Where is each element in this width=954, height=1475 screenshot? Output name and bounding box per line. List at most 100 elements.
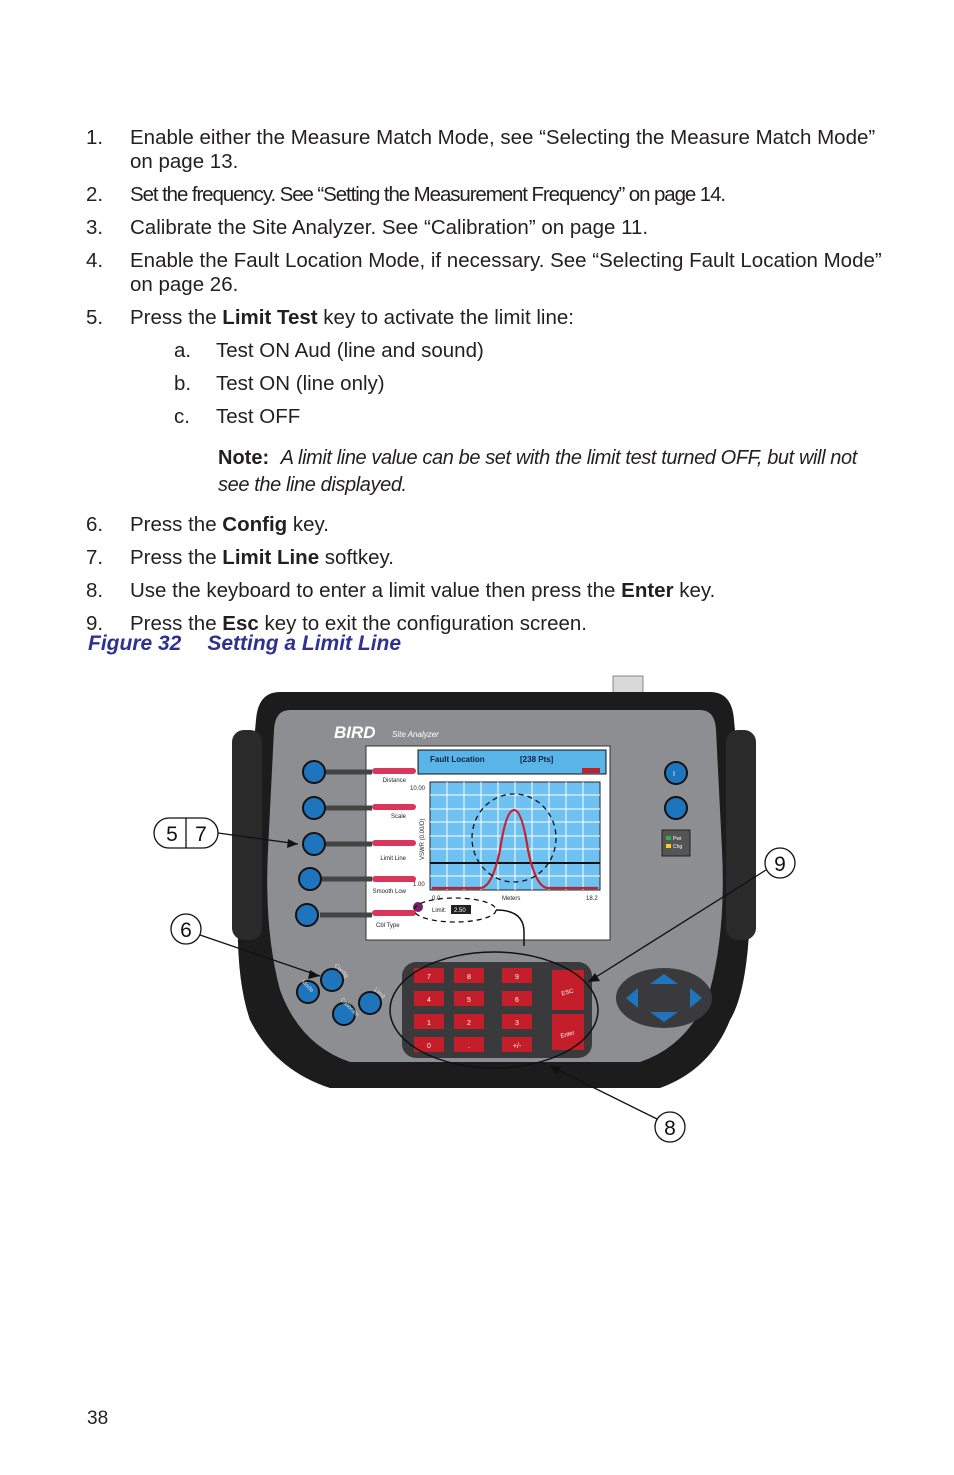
callout-6: 6: [170, 913, 321, 979]
key-name: Limit Test: [222, 306, 318, 329]
x-axis-end: 18.2: [586, 896, 598, 902]
display-mode: Fault Location: [430, 755, 485, 764]
softkey-limit-line: Limit Line: [380, 856, 406, 862]
substep-text: Test ON (line only): [216, 372, 385, 395]
navigation-pad: [616, 968, 712, 1028]
arrow-down-icon: [650, 1012, 678, 1022]
display-points: [238 Pts]: [520, 755, 554, 764]
figure-number: Figure 32: [88, 632, 182, 655]
key-5: 5: [467, 997, 471, 1004]
key-0: 0: [427, 1043, 431, 1050]
key-decimal: .: [468, 1043, 470, 1050]
softkey-distance: Distance: [383, 778, 407, 784]
limit-test-key: [358, 991, 382, 1015]
key-name: Config: [222, 513, 288, 536]
step-5: 5. Press the Limit Test key to activate …: [86, 306, 886, 330]
keypad-highlight: [389, 951, 599, 1069]
arrow-left-icon: [626, 988, 638, 1008]
rf-connector: [612, 675, 644, 695]
keypad: 7 8 9 4 5 6 1 2 3 0 . +/- ESC Enter: [414, 968, 584, 1052]
key-4: 4: [427, 997, 431, 1004]
fault-trace: [432, 808, 598, 890]
limit-marker: [413, 902, 423, 912]
key-9: 9: [515, 974, 519, 981]
key-3: 3: [515, 1020, 519, 1027]
battery-icon: [582, 768, 600, 773]
softkey-scale: Scale: [391, 814, 407, 820]
step-7: 7. Press the Limit Line softkey.: [86, 546, 886, 570]
step-9: 9. Press the Esc key to exit the configu…: [86, 612, 886, 636]
substep-letter: a.: [174, 339, 192, 362]
key-name: Enter: [621, 579, 674, 602]
step-1: 1. Enable either the Measure Match Mode,…: [86, 126, 886, 174]
substep-text: Test OFF: [216, 405, 301, 428]
key-name: Esc: [222, 612, 259, 635]
figure-title: Setting a Limit Line: [207, 632, 402, 655]
power-icon: I: [673, 771, 675, 778]
arrow-right-icon: [690, 988, 702, 1008]
softkey-buttons: [295, 760, 372, 927]
step-number: 5.: [86, 306, 104, 329]
step-text-pre: Press the: [130, 612, 223, 635]
mode-key: [296, 980, 320, 1004]
status-leds: [661, 829, 691, 857]
step-text-pre: Use the keyboard to enter a limit value …: [130, 579, 622, 602]
step-number: 2.: [86, 183, 104, 206]
substep-letter: b.: [174, 372, 192, 395]
key-7: 7: [427, 974, 431, 981]
contrast-button: [664, 796, 688, 820]
limit-value-box: [451, 905, 471, 914]
key-2: 2: [467, 1020, 471, 1027]
x-axis-label: Meters: [502, 896, 520, 902]
substep-a: a. Test ON Aud (line and sound): [86, 339, 886, 363]
page-number: 38: [87, 1408, 109, 1429]
key-8: 8: [467, 974, 471, 981]
step-number: 1.: [86, 126, 104, 149]
site-analyzer-illustration: BIRD Site Analyzer Fault Location [238 P…: [153, 675, 796, 1143]
step-text-post: key.: [673, 579, 716, 602]
substep-letter: c.: [174, 405, 190, 428]
power-button: [664, 761, 688, 785]
substep-b: b. Test ON (line only): [86, 372, 886, 396]
step-text: Calibrate the Site Analyzer. See “Calibr…: [130, 216, 649, 239]
left-grip: [232, 730, 262, 940]
step-8: 8. Use the keyboard to enter a limit val…: [86, 579, 886, 603]
substep-c: c. Test OFF: [86, 405, 886, 429]
limit-label: Limit:: [432, 908, 447, 914]
substep-text: Test ON Aud (line and sound): [216, 339, 484, 362]
pwr-led: [666, 836, 671, 840]
step-number: 4.: [86, 249, 104, 272]
callout-6-label: 6: [180, 919, 192, 942]
note: Note: A limit line value can be set with…: [86, 445, 886, 499]
callout-7-label: 7: [195, 823, 207, 846]
step-6: 6. Press the Config key.: [86, 513, 886, 537]
instruction-list: 1. Enable either the Measure Match Mode,…: [86, 126, 886, 645]
step-text: Enable either the Measure Match Mode, se…: [130, 126, 876, 173]
limit-connector: [495, 909, 525, 946]
y-axis-label: VSWR (0.00/D): [420, 819, 426, 860]
x-axis-start: 0.0: [432, 896, 441, 902]
key-plus-minus: +/-: [513, 1043, 522, 1050]
step-3: 3. Calibrate the Site Analyzer. See “Cal…: [86, 216, 886, 240]
step-number: 7.: [86, 546, 104, 569]
esc-key-label: ESC: [561, 988, 575, 997]
callout-9: 9: [587, 847, 796, 983]
softkey-cable-type: Cbl Type: [376, 923, 400, 929]
step-text-pre: Press the: [130, 513, 223, 536]
product-name: Site Analyzer: [392, 730, 439, 739]
note-text: A limit line value can be set with the l…: [218, 447, 857, 496]
pwr-label: Pwr: [673, 836, 682, 842]
step-text-post: key to activate the limit line:: [317, 306, 574, 329]
callout-5-label: 5: [166, 823, 178, 846]
step-text-post: key.: [287, 513, 329, 536]
step-text-post: softkey.: [319, 546, 394, 569]
softkey-labels: Distance Scale Limit Line Smooth Low Cbl…: [372, 768, 416, 929]
step-text-pre: Press the: [130, 306, 223, 329]
step-text-pre: Press the: [130, 546, 223, 569]
y-axis-min: 1.00: [413, 882, 425, 888]
right-grip: [726, 730, 756, 940]
chg-led: [666, 844, 671, 848]
step-2: 2. Set the frequency. See “Setting the M…: [86, 183, 886, 207]
key-1: 1: [427, 1020, 431, 1027]
step-text: Set the frequency. See “Setting the Meas…: [130, 183, 726, 206]
